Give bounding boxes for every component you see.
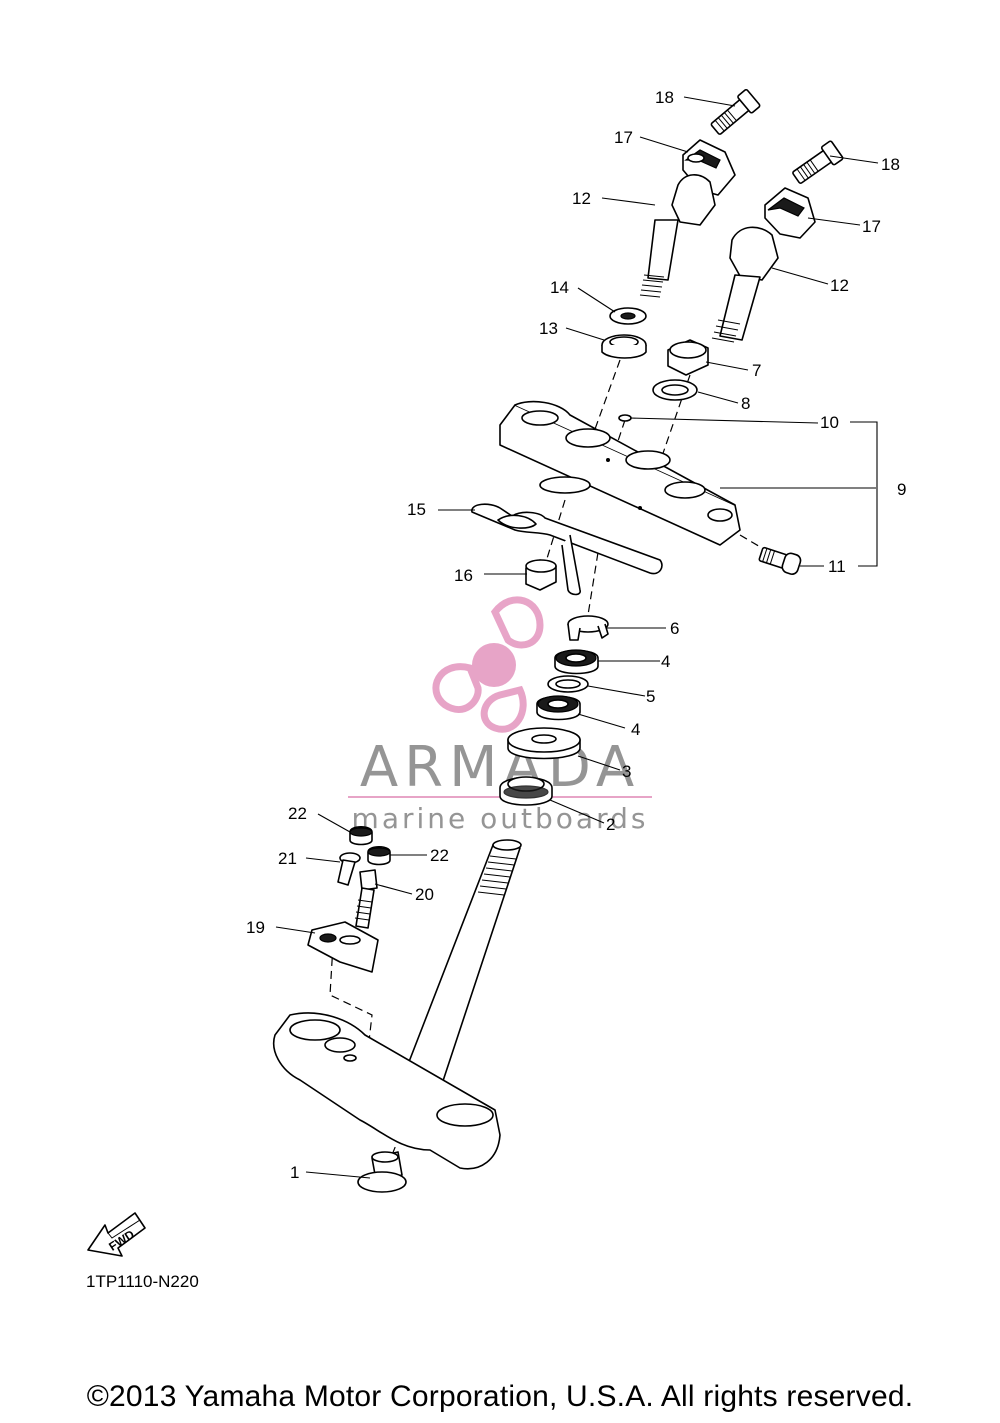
watermark-tagline: marine outboards [352, 802, 649, 835]
callout-8: 8 [741, 394, 750, 413]
callout-22-right: 22 [430, 846, 449, 865]
part-21-screw [337, 852, 361, 886]
callout-14: 14 [550, 278, 569, 297]
part-14-washer [609, 307, 647, 325]
callout-20: 20 [415, 885, 434, 904]
part-7-nut [667, 339, 709, 376]
watermark-brand: ARMADA [360, 735, 640, 800]
callout-18-right: 18 [881, 155, 900, 174]
leader-lines [275, 96, 879, 1179]
part-10-plug [618, 414, 632, 422]
callout-12-right: 12 [830, 276, 849, 295]
part-22-cap-right [367, 845, 391, 866]
part-22-cap-left [349, 825, 373, 846]
callout-19: 19 [246, 918, 265, 937]
part-20-bolt [354, 869, 378, 929]
callout-17-top: 17 [614, 128, 633, 147]
callout-21: 21 [278, 849, 297, 868]
callout-12-left: 12 [572, 189, 591, 208]
callout-2: 2 [606, 815, 615, 834]
callout-16: 16 [454, 566, 473, 585]
callout-18-top: 18 [655, 88, 674, 107]
callout-13: 13 [539, 319, 558, 338]
part-15-cable-guide [471, 503, 663, 596]
part-5-washer [547, 675, 589, 693]
callout-1: 1 [290, 1163, 299, 1182]
steering-stem [399, 839, 522, 1091]
part-8-washer [652, 379, 698, 401]
part-4-ring-nut-lower [536, 695, 581, 721]
part-18-bolt-right [792, 140, 844, 184]
callout-7: 7 [752, 361, 761, 380]
part-13-bushing [601, 334, 647, 359]
part-4-ring-nut-upper [554, 649, 599, 675]
lower-bracket [273, 1012, 501, 1170]
copyright-notice: ©2013 Yamaha Motor Corporation, U.S.A. A… [86, 1380, 914, 1413]
callout-9: 9 [897, 480, 906, 499]
part-9-upper-bracket [499, 400, 741, 546]
watermark: ARMADA marine outboards [348, 596, 652, 835]
part-12-riser-left [639, 174, 716, 298]
part-18-bolt-left [710, 88, 761, 135]
callout-5: 5 [646, 687, 655, 706]
propeller-logo-icon [432, 596, 544, 733]
part-3-bearing-cover [507, 727, 581, 760]
callout-4-upper: 4 [661, 652, 670, 671]
callouts: 18 17 12 18 17 12 14 13 7 8 10 9 11 15 1… [246, 88, 906, 1182]
callout-11: 11 [828, 557, 846, 576]
part-2-bearing [499, 776, 553, 806]
diagram-code: 1TP1110-N220 [86, 1272, 199, 1291]
part-6-lock-washer [567, 615, 609, 641]
callout-10: 10 [820, 413, 839, 432]
part-1-cap [357, 1151, 407, 1193]
callout-3: 3 [622, 762, 631, 781]
callout-4-lower: 4 [631, 720, 640, 739]
part-11-pinch-bolt [758, 546, 802, 575]
callout-17-right: 17 [862, 217, 881, 236]
fwd-arrow-icon: FWD [87, 1212, 146, 1257]
part-16-nut [525, 559, 557, 591]
callout-22-left: 22 [288, 804, 307, 823]
callout-15: 15 [407, 500, 426, 519]
callout-6: 6 [670, 619, 679, 638]
part-17-clamp-right [764, 187, 816, 239]
part-12-riser-right [711, 226, 779, 343]
part-19-holder [307, 921, 379, 973]
